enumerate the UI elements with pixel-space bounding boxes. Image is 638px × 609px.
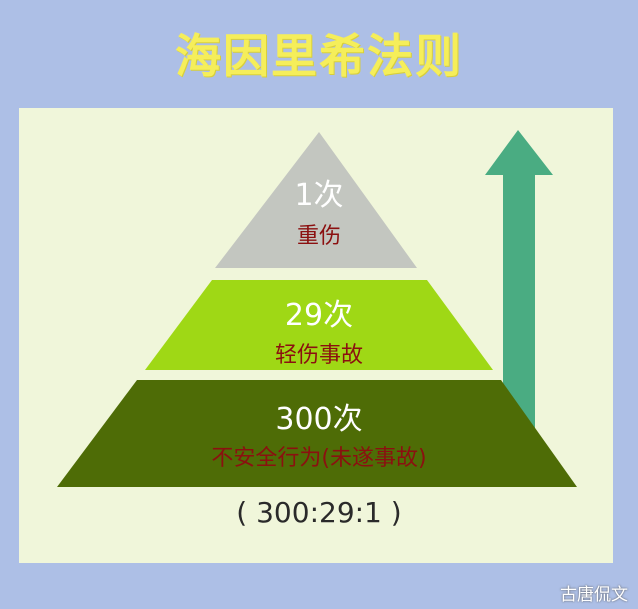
pyramid-middle-layer: [145, 280, 493, 370]
middle-desc: 轻伤事故: [274, 343, 363, 368]
top-desc: 重伤: [296, 224, 341, 249]
up-arrow-icon: [485, 130, 553, 430]
top-count: 1次: [294, 178, 344, 213]
pyramid-bottom-layer: [57, 380, 577, 487]
watermark: 古唐侃文: [560, 585, 628, 605]
middle-count: 29次: [284, 298, 354, 333]
bottom-count: 300次: [275, 402, 363, 437]
bottom-desc: 不安全行为(未遂事故): [211, 446, 427, 471]
ratio-label: ( 300:29:1 ): [236, 496, 402, 529]
pyramid-top-layer: [215, 132, 417, 268]
page-title: 海因里希法则: [175, 29, 463, 83]
